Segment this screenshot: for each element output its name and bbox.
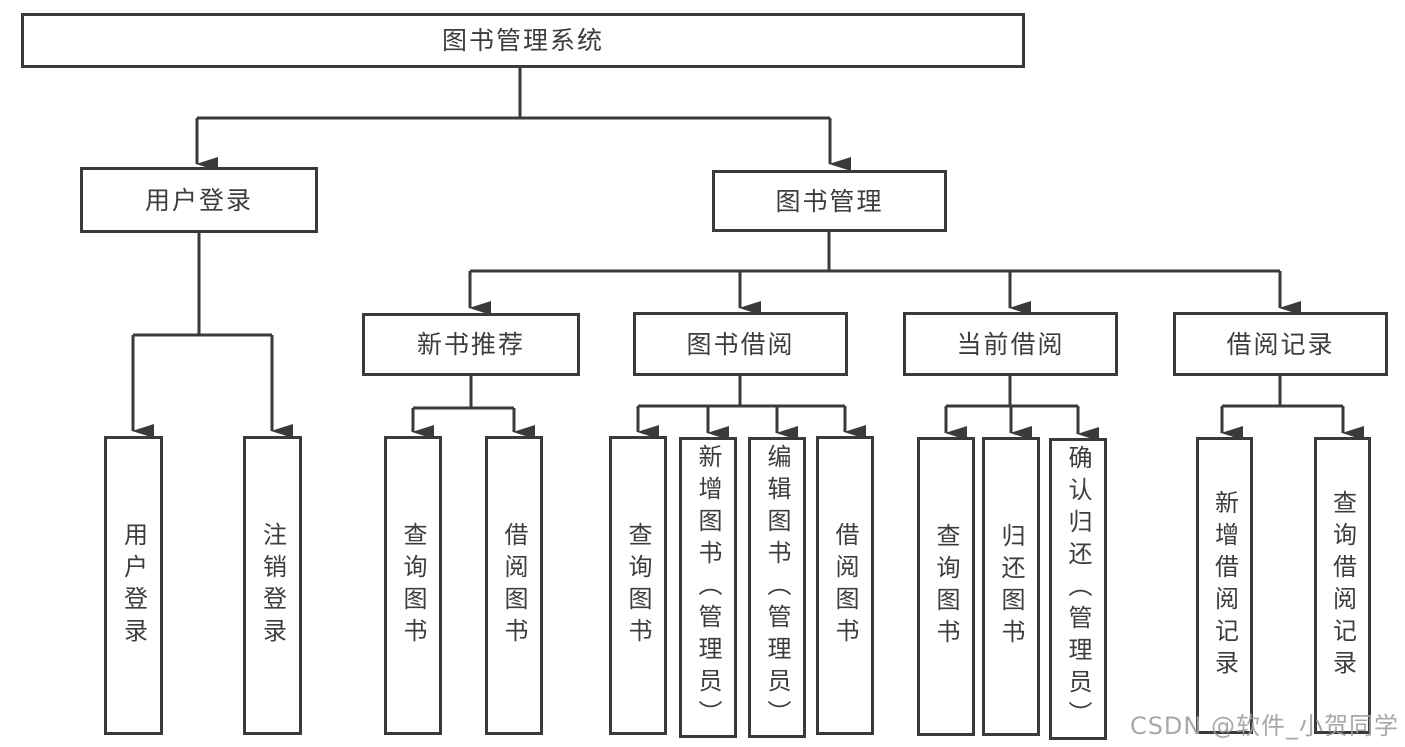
node-new-book-recommend: 新书推荐 [362, 313, 580, 376]
leaf-borrow-books: 借阅图书 [816, 436, 874, 735]
node-book-borrow: 图书借阅 [633, 312, 848, 376]
leaf-query-books-recommend: 查询图书 [384, 436, 442, 735]
node-book-management: 图书管理 [712, 170, 947, 232]
leaf-confirm-return-admin: 确认归还（管理员） [1049, 438, 1107, 740]
leaf-edit-book-admin: 编辑图书（管理员） [748, 437, 806, 738]
leaf-return-book: 归还图书 [982, 437, 1040, 736]
leaf-query-books-current: 查询图书 [917, 437, 975, 736]
leaf-user-login: 用户登录 [104, 436, 163, 735]
leaf-borrow-books-recommend: 借阅图书 [485, 436, 543, 735]
watermark-text: CSDN @软件_小贺同学 [1129, 712, 1399, 740]
leaf-query-books-borrow: 查询图书 [609, 436, 667, 735]
leaf-add-borrow-record: 新增借阅记录 [1196, 437, 1253, 734]
leaf-logout-login: 注销登录 [243, 436, 302, 735]
leaf-add-book-admin: 新增图书（管理员） [679, 437, 737, 738]
leaf-query-borrow-record: 查询借阅记录 [1314, 437, 1371, 734]
node-root: 图书管理系统 [21, 13, 1025, 68]
node-current-borrow: 当前借阅 [903, 312, 1118, 376]
node-borrow-records: 借阅记录 [1173, 312, 1388, 376]
node-user-login-branch: 用户登录 [80, 167, 318, 233]
